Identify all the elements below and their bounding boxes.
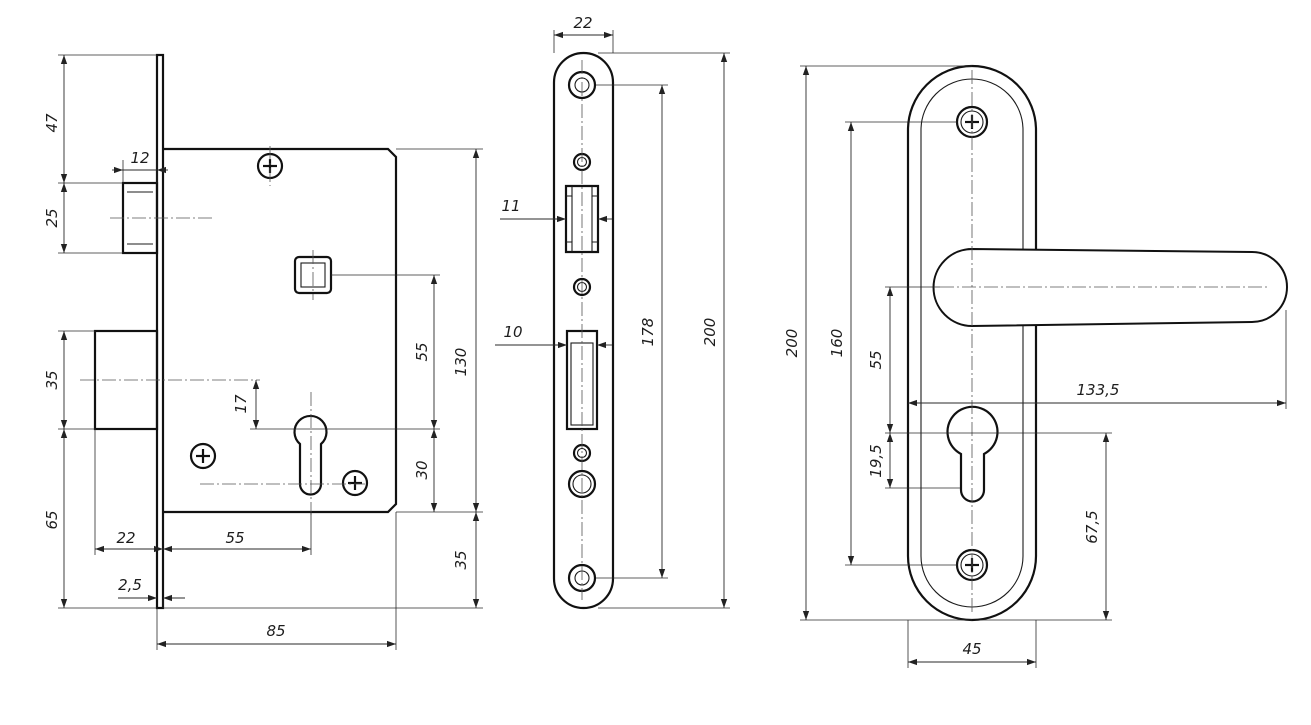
- dim-35-bottom: 35: [452, 550, 470, 569]
- handle-dim-19-5: 19,5: [867, 444, 885, 477]
- handle-dim-200: 200: [783, 329, 801, 358]
- dim-22-backset: 22: [116, 529, 135, 547]
- dim-85: 85: [266, 622, 285, 640]
- faceplate-dim-11: 11: [501, 197, 520, 215]
- dim-65: 65: [43, 510, 61, 529]
- screw-left-icon: [189, 442, 217, 470]
- dim-25: 25: [43, 208, 61, 227]
- latch-slot: [564, 184, 600, 254]
- dim-17: 17: [232, 394, 250, 414]
- faceplate-outline: [552, 51, 615, 610]
- faceplate-view: 22 11 10 178 200: [495, 14, 730, 610]
- dim-55-center: 55: [413, 342, 431, 361]
- dim-55-bottom: 55: [225, 529, 244, 547]
- handle-plate-view: 200 160 55 19,5 133,5 67,5 45: [783, 64, 1288, 668]
- handle-dim-133-5: 133,5: [1077, 381, 1120, 399]
- dim-12: 12: [130, 149, 149, 167]
- lock-body: [163, 147, 398, 514]
- mortise-lock-view: 47 12 25 35 65 22 55 2,5 85 17 55 30 130…: [43, 53, 483, 650]
- screw-right-icon: [341, 469, 369, 497]
- cylinder-cutout: [293, 414, 328, 496]
- faceplate-dim-178: 178: [639, 318, 657, 347]
- dim-47: 47: [43, 113, 61, 133]
- faceplate-dim-200: 200: [701, 318, 719, 347]
- faceplate-dim-10: 10: [503, 323, 522, 341]
- handle-dim-45: 45: [962, 640, 981, 658]
- handle-dim-55: 55: [867, 350, 885, 369]
- dim-35-deadbolt: 35: [43, 370, 61, 389]
- handle-dim-160: 160: [828, 329, 846, 358]
- dim-2-5: 2,5: [118, 576, 142, 594]
- dim-30: 30: [413, 460, 431, 479]
- faceplate-dim-22: 22: [573, 14, 592, 32]
- keyhole: [946, 405, 999, 503]
- lever-handle: [932, 247, 1288, 328]
- handle-dim-67-5: 67,5: [1083, 510, 1101, 543]
- dim-130: 130: [452, 348, 470, 377]
